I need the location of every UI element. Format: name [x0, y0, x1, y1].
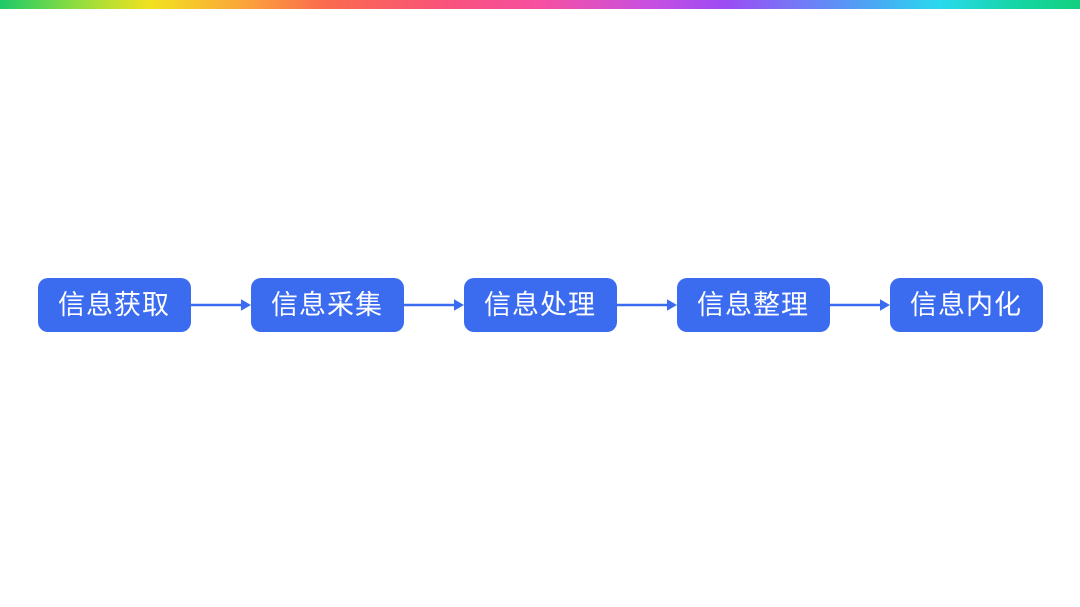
- step-info-acquisition: 信息获取: [37, 278, 191, 332]
- step-label: 信息处理: [484, 289, 596, 320]
- step-info-collection: 信息采集: [250, 278, 404, 332]
- step-label: 信息获取: [58, 289, 170, 320]
- flowchart: 信息获取 信息采集 信息处理 信息整理 信息内化: [0, 278, 1080, 332]
- top-gradient-bar: [0, 0, 1080, 9]
- arrow-right-icon: [190, 299, 251, 311]
- step-label: 信息整理: [697, 289, 809, 320]
- step-label: 信息内化: [910, 289, 1022, 320]
- arrow-right-icon: [403, 299, 464, 311]
- step-info-processing: 信息处理: [463, 278, 617, 332]
- arrow-right-icon: [829, 299, 890, 311]
- arrow-right-icon: [616, 299, 677, 311]
- step-label: 信息采集: [271, 289, 383, 320]
- step-info-organization: 信息整理: [676, 278, 830, 332]
- step-info-internalization: 信息内化: [889, 278, 1043, 332]
